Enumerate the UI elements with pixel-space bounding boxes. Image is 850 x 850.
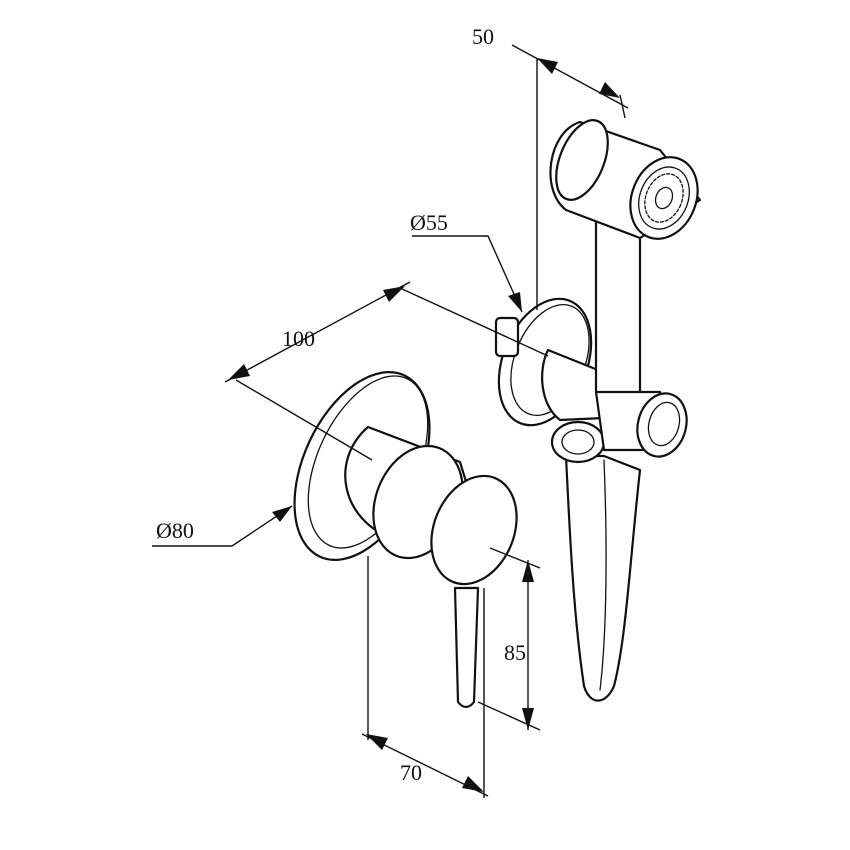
hose-nut-inner: [561, 429, 595, 455]
label-85: 85: [504, 640, 526, 665]
mixer-body: [293, 371, 518, 709]
spray-nozzle-center: [654, 186, 674, 210]
holder-assembly: [494, 119, 702, 702]
dimension-d80: [152, 505, 293, 547]
dimension-85: [477, 547, 541, 731]
mixer-lever: [453, 586, 480, 709]
label-d80: Ø80: [156, 518, 194, 543]
hose-nut: [550, 420, 606, 464]
holder-knob-inner: [647, 401, 681, 447]
dimension-100: [224, 281, 549, 461]
label-50: 50: [472, 24, 494, 49]
holder-arm: [541, 348, 606, 422]
spray-nozzle-holes: [644, 173, 684, 223]
label-100: 100: [282, 326, 315, 351]
spray-head-back-ring: [555, 119, 609, 201]
label-d55: Ø55: [410, 210, 448, 235]
mixer-front-face: [430, 474, 518, 586]
dimension-70: [361, 556, 489, 798]
hose-inner-line: [599, 459, 607, 691]
label-70: 70: [400, 760, 422, 785]
hose: [564, 454, 642, 702]
spray-head-face: [629, 156, 699, 240]
dimension-d55: [412, 235, 523, 313]
spray-nozzle-ring: [638, 166, 690, 230]
holder-knob: [636, 392, 688, 458]
dimension-50: [511, 44, 629, 310]
